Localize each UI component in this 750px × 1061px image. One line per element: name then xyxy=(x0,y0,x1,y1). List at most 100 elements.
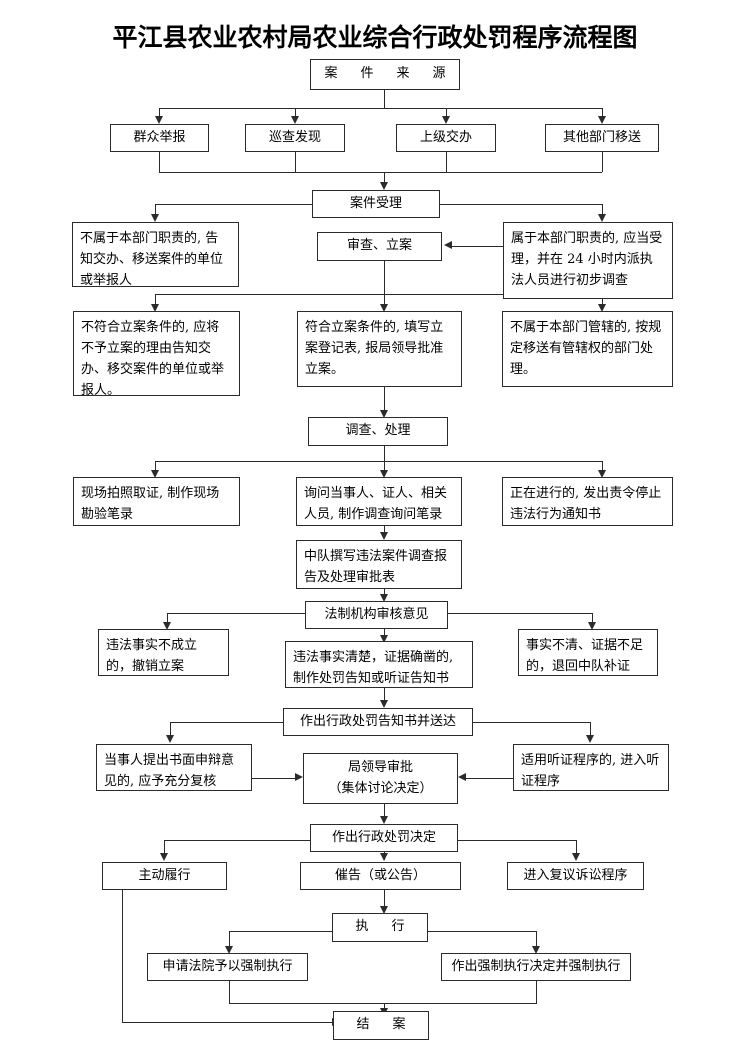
node-src-other-dept[interactable]: 其他部门移送 xyxy=(545,124,659,152)
connector-compulsory-down xyxy=(536,981,538,1003)
node-fact-unclear-text: 事实不清、证据不足的，退回中队补证 xyxy=(526,638,644,675)
arrow-hearing-to-approval xyxy=(458,773,466,781)
node-investigate-handle[interactable]: 调查、处理 xyxy=(308,417,448,446)
arrow-src4 xyxy=(598,116,606,124)
node-legal-review[interactable]: 法制机构审核意见 xyxy=(305,601,448,629)
arrow-not-jurisdiction xyxy=(598,304,606,312)
connector-accept-bus xyxy=(159,172,602,174)
connector-exec-left-v xyxy=(229,931,231,947)
arrow-defense-to-approval xyxy=(295,773,303,781)
node-hearing-procedure[interactable]: 适用听证程序的, 进入听证程序 xyxy=(513,744,669,791)
arrow-issue-notice xyxy=(380,700,388,708)
node-written-defense[interactable]: 当事人提出书面申辩意见的, 应予充分复核 xyxy=(96,744,252,791)
node-fact-not-established-text: 违法事实不成立的，撤销立案 xyxy=(106,638,198,675)
connector-inv-left-v xyxy=(155,461,157,471)
connector-defense-to-approval xyxy=(252,778,295,780)
node-site-photo[interactable]: 现场拍照取证, 制作现场勘验笔录 xyxy=(73,477,240,526)
node-penalty-decision[interactable]: 作出行政处罚决定 xyxy=(310,824,458,852)
node-fact-clear[interactable]: 违法事实清楚，证据确凿的, 制作处罚告知或听证告知书 xyxy=(285,641,473,688)
connector-duty-to-review xyxy=(452,246,503,248)
connector-source-bus xyxy=(159,108,602,110)
connector-court-down xyxy=(229,981,231,1003)
arrow-urge-notice xyxy=(380,853,388,861)
connector-exec-right-v xyxy=(536,931,538,947)
connector-src1-v xyxy=(159,108,161,117)
node-reconsideration[interactable]: 进入复议诉讼程序 xyxy=(507,862,644,890)
arrow-fact-unclear xyxy=(588,622,596,630)
node-not-our-duty-text: 不属于本部门职责的, 告知交办、移送案件的单位或举报人 xyxy=(80,231,224,289)
connector-src3-down xyxy=(446,152,448,172)
connector-inv-mid-v xyxy=(384,461,386,471)
connector-investigate-bus xyxy=(155,461,602,463)
node-src-inspection[interactable]: 巡查发现 xyxy=(245,124,345,152)
arrow-voluntary-perform xyxy=(160,853,168,861)
node-fact-clear-text: 违法事实清楚，证据确凿的, 制作处罚告知或听证告知书 xyxy=(293,650,454,687)
node-ongoing-stop[interactable]: 正在进行的, 发出责令停止违法行为通知书 xyxy=(502,477,673,526)
connector-voluntary-to-closed-h xyxy=(122,1022,333,1024)
connector-decision-right-v xyxy=(576,840,578,854)
arrow-src2 xyxy=(291,116,299,124)
connector-investigate-down xyxy=(384,446,386,461)
node-interview[interactable]: 询问当事人、证人、相关人员, 制作调查询问笔录 xyxy=(296,477,462,526)
connector-filing-mid-v xyxy=(384,294,386,305)
arrow-fact-clear xyxy=(380,635,388,643)
page-title: 平江县农业农村局农业综合行政处罚程序流程图 xyxy=(112,23,638,52)
connector-meetfiling-down xyxy=(384,387,386,412)
arrow-investigate xyxy=(380,410,388,418)
connector-accept-v xyxy=(384,172,386,183)
connector-exec-right-h xyxy=(428,931,536,933)
arrow-legal-review xyxy=(380,594,388,602)
node-issue-notice[interactable]: 作出行政处罚告知书并送达 xyxy=(283,708,473,736)
node-urge-notice[interactable]: 催告（或公告） xyxy=(300,862,461,890)
node-case-source[interactable]: 案 件 来 源 xyxy=(310,59,460,90)
connector-legal-mid-v xyxy=(384,629,386,637)
arrow-duty-to-review xyxy=(444,241,452,249)
node-meet-filing[interactable]: 符合立案条件的, 填写立案登记表, 报局领导批准立案。 xyxy=(297,311,462,387)
arrow-meet-filing xyxy=(380,304,388,312)
node-case-closed[interactable]: 结 案 xyxy=(333,1011,429,1040)
node-apply-court[interactable]: 申请法院予以强制执行 xyxy=(147,953,308,981)
node-case-accept[interactable]: 案件受理 xyxy=(312,190,440,218)
node-our-duty-text: 属于本部门职责的, 应当受理，并在 24 小时内派执法人员进行初步调查 xyxy=(511,231,663,289)
connector-review-down xyxy=(384,261,386,294)
node-not-jurisdiction-text: 不属于本部门管辖的, 按规定移送有管辖权的部门处理。 xyxy=(510,320,662,378)
connector-notice-right-h xyxy=(473,722,590,724)
connector-legal-right-h xyxy=(448,613,592,615)
connector-accept-left-v xyxy=(155,204,157,215)
connector-enforce-bus xyxy=(229,1003,537,1005)
node-review-file[interactable]: 审查、立案 xyxy=(317,232,442,261)
connector-notice-left-h xyxy=(170,722,283,724)
node-src-public-report[interactable]: 群众举报 xyxy=(110,124,209,152)
arrow-execution xyxy=(380,906,388,914)
arrow-compulsory-decision xyxy=(532,946,540,954)
arrow-penalty-decision xyxy=(380,816,388,824)
arrow-not-our-duty xyxy=(151,214,159,222)
connector-legal-left-h xyxy=(167,613,305,615)
connector-decision-left-v xyxy=(164,840,166,854)
node-leader-approval-line2: （集体讨论决定） xyxy=(328,780,433,796)
arrow-interview xyxy=(380,470,388,478)
node-voluntary-perform[interactable]: 主动履行 xyxy=(102,862,227,890)
connector-factclear-down xyxy=(384,688,386,702)
arrow-not-meet-filing xyxy=(151,304,159,312)
node-ongoing-stop-text: 正在进行的, 发出责令停止违法行为通知书 xyxy=(510,486,662,523)
node-compulsory-decision[interactable]: 作出强制执行决定并强制执行 xyxy=(441,953,631,981)
connector-src2-v xyxy=(295,108,297,117)
connector-voluntary-long-v xyxy=(122,890,124,1023)
connector-src4-down xyxy=(602,152,604,172)
connector-src1-down xyxy=(159,152,161,172)
node-not-meet-filing[interactable]: 不符合立案条件的, 应将不予立案的理由告知交办、移交案件的单位或举报人。 xyxy=(73,311,240,398)
node-written-defense-text: 当事人提出书面申辩意见的, 应予充分复核 xyxy=(104,753,235,790)
node-not-our-duty[interactable]: 不属于本部门职责的, 告知交办、移送案件的单位或举报人 xyxy=(72,222,239,288)
node-squad-report[interactable]: 中队撰写违法案件调查报告及处理审批表 xyxy=(296,540,462,589)
node-fact-unclear[interactable]: 事实不清、证据不足的，退回中队补证 xyxy=(518,629,658,676)
node-src-superior[interactable]: 上级交办 xyxy=(396,124,496,152)
node-execution[interactable]: 执 行 xyxy=(332,913,428,942)
node-our-duty[interactable]: 属于本部门职责的, 应当受理，并在 24 小时内派执法人员进行初步调查 xyxy=(503,222,673,299)
connector-interview-down xyxy=(384,526,386,534)
node-not-jurisdiction[interactable]: 不属于本部门管辖的, 按规定移送有管辖权的部门处理。 xyxy=(502,311,673,387)
node-fact-not-established[interactable]: 违法事实不成立的，撤销立案 xyxy=(98,629,229,676)
node-leader-approval[interactable]: 局领导审批 （集体讨论决定） xyxy=(303,753,458,804)
node-site-photo-text: 现场拍照取证, 制作现场勘验笔录 xyxy=(81,486,220,523)
